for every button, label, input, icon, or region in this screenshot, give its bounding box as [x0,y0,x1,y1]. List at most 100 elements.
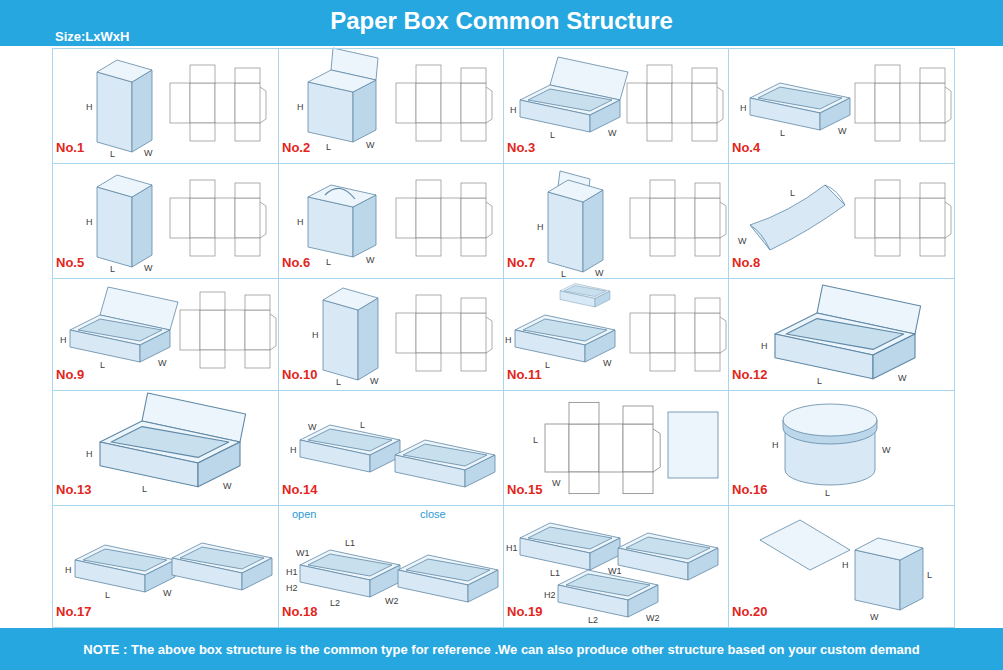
structure-cell: No.2 [278,48,504,164]
die-line [627,65,723,141]
dimension-letter: H [312,330,319,340]
dimension-letter: W [366,140,375,150]
dimension-letter: W1 [608,566,622,576]
cylinder-lid [783,404,877,436]
dimension-letter: H1 [286,567,298,577]
structure-number: No.6 [282,255,310,270]
structure-cell: No.13 [52,390,279,506]
tray-box [520,85,620,132]
die-line [855,65,951,141]
dimension-letter: W2 [646,613,660,623]
title-band: Paper Box Common Structure [0,0,1003,46]
dimension-letter: W [308,422,317,432]
dimension-letter: H [842,560,849,570]
die-line [630,295,726,371]
dimension-letter: W [366,255,375,265]
structure-number: No.19 [507,604,542,619]
dimension-letter: W [158,358,167,368]
structure-cell: No.7 [503,163,729,279]
base-box [558,570,658,617]
die-line [396,180,492,256]
dimension-letter: H [86,217,93,227]
flat-box [172,543,272,590]
tray-box [70,315,170,362]
tray-box [775,313,915,379]
tray-box [100,421,240,487]
dimension-letter: H [772,440,779,450]
structure-number: No.3 [507,140,535,155]
dimension-letter: H [740,103,747,113]
dimension-letter: H [761,341,768,351]
dimension-letter: L [100,360,105,370]
dimension-letter: W [603,358,612,368]
die-line [630,180,726,256]
dimension-letter: L [780,128,785,138]
structure-cell: No.20 [728,505,955,628]
dimension-letter: H [297,102,304,112]
note-band: NOTE : The above box structure is the co… [0,628,1003,670]
dimension-letter: W [595,268,604,278]
folding-panel [668,412,718,478]
sleeve-box [395,440,495,487]
structure-number: No.9 [56,367,84,382]
dimension-letter: L [550,130,555,140]
tray-lid [560,284,610,308]
dimension-letter: W [370,376,379,386]
die-line [170,65,266,141]
sleeve-box [300,425,400,472]
dimension-letter: L2 [330,598,340,608]
structure-cell: No.12 [728,278,955,391]
dimension-letter: L [110,149,115,159]
structure-cell: No.3 [503,48,729,164]
dimension-letter: L [336,377,341,387]
long-box [398,555,498,602]
structure-number: No.20 [732,604,767,619]
dimension-letter: L1 [550,568,560,578]
structure-number: No.13 [56,482,91,497]
dimension-letter: H2 [544,590,556,600]
structure-number: No.12 [732,367,767,382]
dimension-letter: L [561,269,566,279]
dimension-letter: H [505,335,512,345]
dimension-letter: W [552,478,561,488]
structure-cell: No.15 [503,390,729,506]
pillow-box [750,185,845,250]
dimension-letter: W1 [296,548,310,558]
dimension-letter: L [105,590,110,600]
die-line [396,295,492,371]
tray-box [515,315,615,362]
dimension-letter: L [825,488,830,498]
die-line [170,180,266,256]
state-tag: close [420,508,446,520]
dimension-letter: W [144,263,153,273]
pillow-fold [750,185,845,250]
dimension-letter: L1 [345,538,355,548]
structure-cell: No.11 [503,278,729,391]
structure-number: No.16 [732,482,767,497]
dimension-letter: H [510,105,517,115]
cube-box [855,538,923,610]
dimension-letter: L [142,484,147,494]
structure-number: No.15 [507,482,542,497]
dimension-letter: L2 [588,615,598,625]
structure-number: No.14 [282,482,317,497]
dimension-letter: W [223,481,232,491]
dimension-letter: H [60,335,67,345]
structure-cell: No.6 [278,163,504,279]
structure-number: No.10 [282,367,317,382]
structure-number: No.2 [282,140,310,155]
die-line [855,180,951,256]
structure-cell: No.16 [728,390,955,506]
state-tag: open [292,508,316,520]
dimension-letter: H2 [286,583,298,593]
dimension-letter: H [290,445,297,455]
dimension-letter: W [870,612,879,622]
dimension-letter: L [817,376,822,386]
dimension-letter: H [86,102,93,112]
folding-box-flat [545,402,660,493]
